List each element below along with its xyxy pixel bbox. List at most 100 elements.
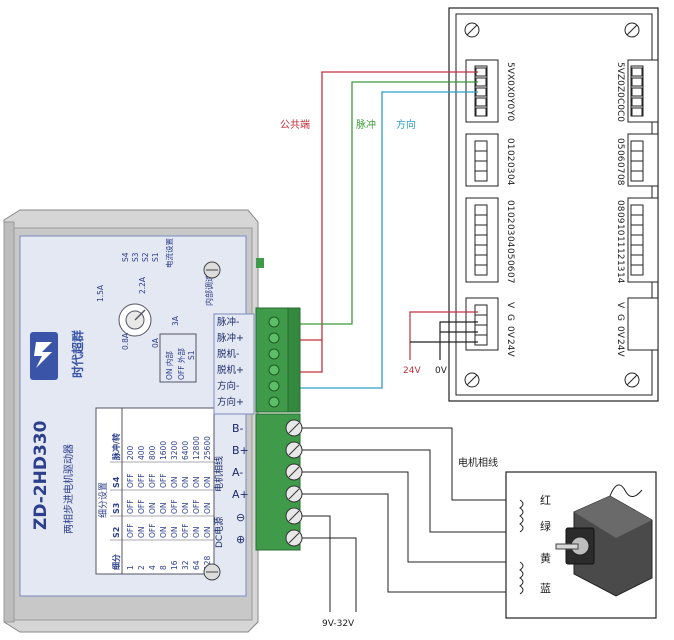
table-cell: 800 [148, 445, 157, 460]
table-cell: OFF [159, 473, 168, 488]
label-in-2: 08 09 10 11 12 13 14 [615, 200, 625, 284]
pin-label: Y0 [505, 97, 515, 109]
table-cell: 2 [137, 565, 146, 570]
stepper-motor: 红 绿 黄 蓝 [505, 471, 657, 619]
signal-label: 脉冲- [217, 316, 239, 328]
connector-out-2 [627, 133, 659, 187]
subdivision-table: 细分设置 细分S2S3S4脉冲/转1OFFOFFOFF2002ONOFFOFF4… [95, 407, 215, 575]
wire-b-plus [302, 449, 520, 533]
coil-color-label: 红 [540, 494, 551, 507]
wire-b-minus [302, 427, 520, 501]
switch-label: S4 [121, 252, 130, 262]
motor-terminal-block [255, 413, 303, 551]
pin-label: 13 [615, 260, 625, 271]
pin-label: 24V [505, 339, 515, 357]
table-cell: 1600 [159, 441, 168, 460]
pin-label: 04 [505, 174, 515, 186]
motor-label: B+ [232, 444, 249, 457]
signal-label: 脱机+ [217, 364, 244, 376]
wire-common-dir [300, 340, 323, 373]
pin-label: 08 [615, 200, 625, 212]
table-frame [95, 407, 215, 575]
label-common: 公共端 [280, 118, 310, 131]
connector-out-1 [465, 133, 499, 187]
current-label: 2.2A [138, 276, 147, 294]
coil-color-label: 蓝 [540, 582, 551, 595]
pin-label: 5V [615, 62, 625, 75]
s1-box: ON 内部 OFF 外部 S1 [159, 333, 197, 383]
pin-label: 07 [505, 272, 515, 283]
motor-terminal-labels: B- B+ A- A+ ⊖ ⊕ 电机相线 DC电源 [213, 422, 249, 548]
table-header-cell: S4 [112, 476, 121, 488]
pin-label: 05 [505, 248, 515, 259]
label-out-1: 01 02 03 04 [505, 138, 515, 186]
table-cell: OFF [170, 499, 179, 514]
pin-label: Z0 [615, 74, 625, 86]
pin-label: 09 [615, 212, 625, 224]
wire-direction [300, 91, 478, 389]
current-dial[interactable] [118, 303, 152, 337]
coil-color-label: 绿 [540, 519, 551, 533]
switch-label: S2 [141, 252, 150, 262]
label-in-1: 01 02 03 04 05 06 07 [505, 200, 515, 283]
table-cell: OFF [126, 499, 135, 514]
pin-label: Y0 [505, 109, 515, 121]
pin-label: C0 [615, 98, 625, 110]
pin-label: 04 [505, 236, 515, 248]
pin-label: 0V [615, 326, 625, 339]
current-label: 0.8A [121, 332, 130, 350]
pin-label: V [505, 302, 515, 309]
pin-label: G [505, 314, 515, 321]
s1-off-label: OFF 外部 [176, 348, 186, 380]
label-out-2: 05 06 07 08 [615, 138, 625, 186]
signal-screws[interactable] [268, 316, 280, 408]
connector-power-right [627, 297, 659, 351]
internal-speed-label: 内部调速 [204, 274, 214, 306]
vcc-symbol: ⊕ [236, 533, 245, 546]
table-cell: 200 [126, 445, 135, 460]
label-power-left: V G 0V 24V [505, 302, 515, 357]
table-cell: ON [137, 526, 146, 538]
signal-label: 脉冲+ [217, 332, 244, 344]
table-cell: OFF [126, 523, 135, 538]
table-cell: ON [159, 502, 168, 514]
screw-hole-bl [464, 372, 480, 388]
pin-label: 05 [615, 138, 625, 149]
table-cell: ON [159, 526, 168, 538]
coil-color-label: 黄 [540, 551, 551, 565]
brand-name: 时代超群 [70, 330, 85, 378]
motor-screws[interactable] [285, 419, 303, 547]
table-cell: 16 [170, 560, 179, 570]
pin-label: 14 [615, 272, 625, 284]
wire-dc-gnd [302, 515, 331, 612]
switch-label: S3 [131, 252, 140, 262]
model-subtitle: 两相步进电机驱动器 [62, 444, 75, 534]
signal-label: 方向- [217, 380, 239, 392]
current-label: 0A [151, 337, 160, 348]
label-motor-phase: 电机相线 [458, 456, 498, 469]
pin-label: 08 [615, 174, 625, 186]
screw-hole-tl [464, 22, 480, 38]
pin-label: X0 [505, 74, 515, 86]
signal-terminal-block [255, 307, 301, 413]
pin-label: 02 [505, 212, 515, 223]
dc-title: DC电源 [213, 517, 225, 548]
label-direction: 方向 [396, 118, 416, 131]
connector-in-1 [465, 197, 499, 283]
supply-wires [409, 311, 478, 360]
label-power-right: V G 0V 24V [615, 302, 625, 357]
motor-leads [609, 484, 643, 497]
current-label: 3A [171, 315, 180, 326]
table-cell: 1 [126, 565, 135, 570]
table-cell: OFF [192, 499, 201, 514]
table-header-cell: 细分 [111, 554, 121, 570]
model-name: ZD-2HD330 [31, 420, 51, 530]
phase-title: 电机相线 [213, 456, 225, 492]
table-cell: ON [192, 476, 201, 488]
table-cell: 12800 [192, 436, 201, 460]
motor-label: A+ [232, 488, 249, 501]
pin-label: 12 [615, 248, 625, 259]
motor-terminal-body [255, 413, 301, 551]
